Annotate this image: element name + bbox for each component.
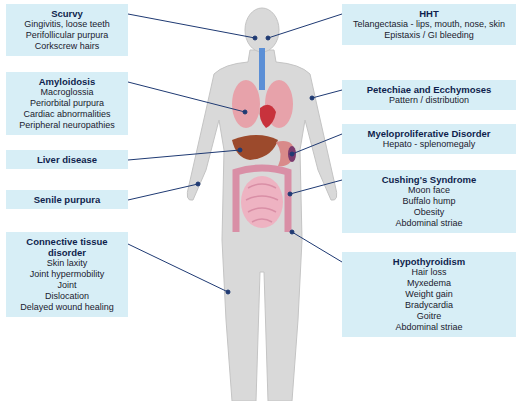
box-item: Pattern / distribution <box>346 95 512 106</box>
box-item: Abdominal striae <box>346 322 512 333</box>
box-item: Corkscrew hairs <box>10 41 124 52</box>
box-item: Joint hypermobility <box>10 269 124 280</box>
box-heading: HHT <box>346 8 512 19</box>
box-item: Dislocation <box>10 291 124 302</box>
intestine-loops <box>246 184 278 222</box>
callout-box: AmyloidosisMacroglossiaPeriorbital purpu… <box>6 72 128 135</box>
callout-box: ScurvyGingivitis, loose teethPerifollicu… <box>6 4 128 56</box>
box-item: Bradycardia <box>346 300 512 311</box>
spleen <box>288 146 296 162</box>
box-heading: Amyloidosis <box>10 76 124 87</box>
box-item: Cardiac abnormalities <box>10 109 124 120</box>
box-heading: Petechiae and Ecchymoses <box>346 84 512 95</box>
box-item: Joint <box>10 280 124 291</box>
liver <box>232 135 278 160</box>
callout-box: Cushing's SyndromeMoon faceBuffalo humpO… <box>342 170 516 233</box>
box-heading: Senile purpura <box>10 194 124 205</box>
callout-box: HHTTelangectasia - lips, mouth, nose, sk… <box>342 4 516 45</box>
box-item: Myxedema <box>346 278 512 289</box>
box-item: Delayed wound healing <box>10 302 124 313</box>
box-item: Abdominal striae <box>346 218 512 229</box>
box-item: Hair loss <box>346 267 512 278</box>
box-item: Obesity <box>346 207 512 218</box>
stomach <box>276 141 294 166</box>
callout-box: Myeloproliferative DisorderHepato - sple… <box>342 124 516 154</box>
callout-box: HypothyroidismHair lossMyxedemaWeight ga… <box>342 252 516 337</box>
box-item: Perifollicular purpura <box>10 30 124 41</box>
lung-left <box>232 80 260 128</box>
box-item: Hepato - splenomegaly <box>346 139 512 150</box>
box-heading: Cushing's Syndrome <box>346 174 512 185</box>
callout-box: Petechiae and EcchymosesPattern / distri… <box>342 80 516 110</box>
box-heading: Scurvy <box>10 8 124 19</box>
box-item: Skin laxity <box>10 258 124 269</box>
box-item: Epistaxis / GI bleeding <box>346 30 512 41</box>
box-item: Buffalo hump <box>346 196 512 207</box>
callout-box: Connective tissue disorderSkin laxityJoi… <box>6 232 128 317</box>
leader-lines <box>128 14 342 294</box>
box-item: Periorbital purpura <box>10 98 124 109</box>
box-heading: Liver disease <box>10 154 124 165</box>
heart <box>260 105 276 128</box>
box-item: Goitre <box>346 311 512 322</box>
box-item: Weight gain <box>346 289 512 300</box>
callout-box: Liver disease <box>6 150 128 169</box>
box-heading: Hypothyroidism <box>346 256 512 267</box>
box-heading: Connective tissue disorder <box>10 236 124 258</box>
box-item: Gingivitis, loose teeth <box>10 19 124 30</box>
box-heading: Myeloproliferative Disorder <box>346 128 512 139</box>
box-item: Moon face <box>346 185 512 196</box>
callout-box: Senile purpura <box>6 190 128 209</box>
intestines <box>241 176 283 228</box>
colon <box>236 168 288 232</box>
box-item: Peripheral neuropathies <box>10 120 124 131</box>
head <box>245 8 279 52</box>
box-item: Macroglossia <box>10 87 124 98</box>
box-item: Telangectasia - lips, mouth, nose, skin <box>346 19 512 30</box>
trachea <box>259 48 265 90</box>
